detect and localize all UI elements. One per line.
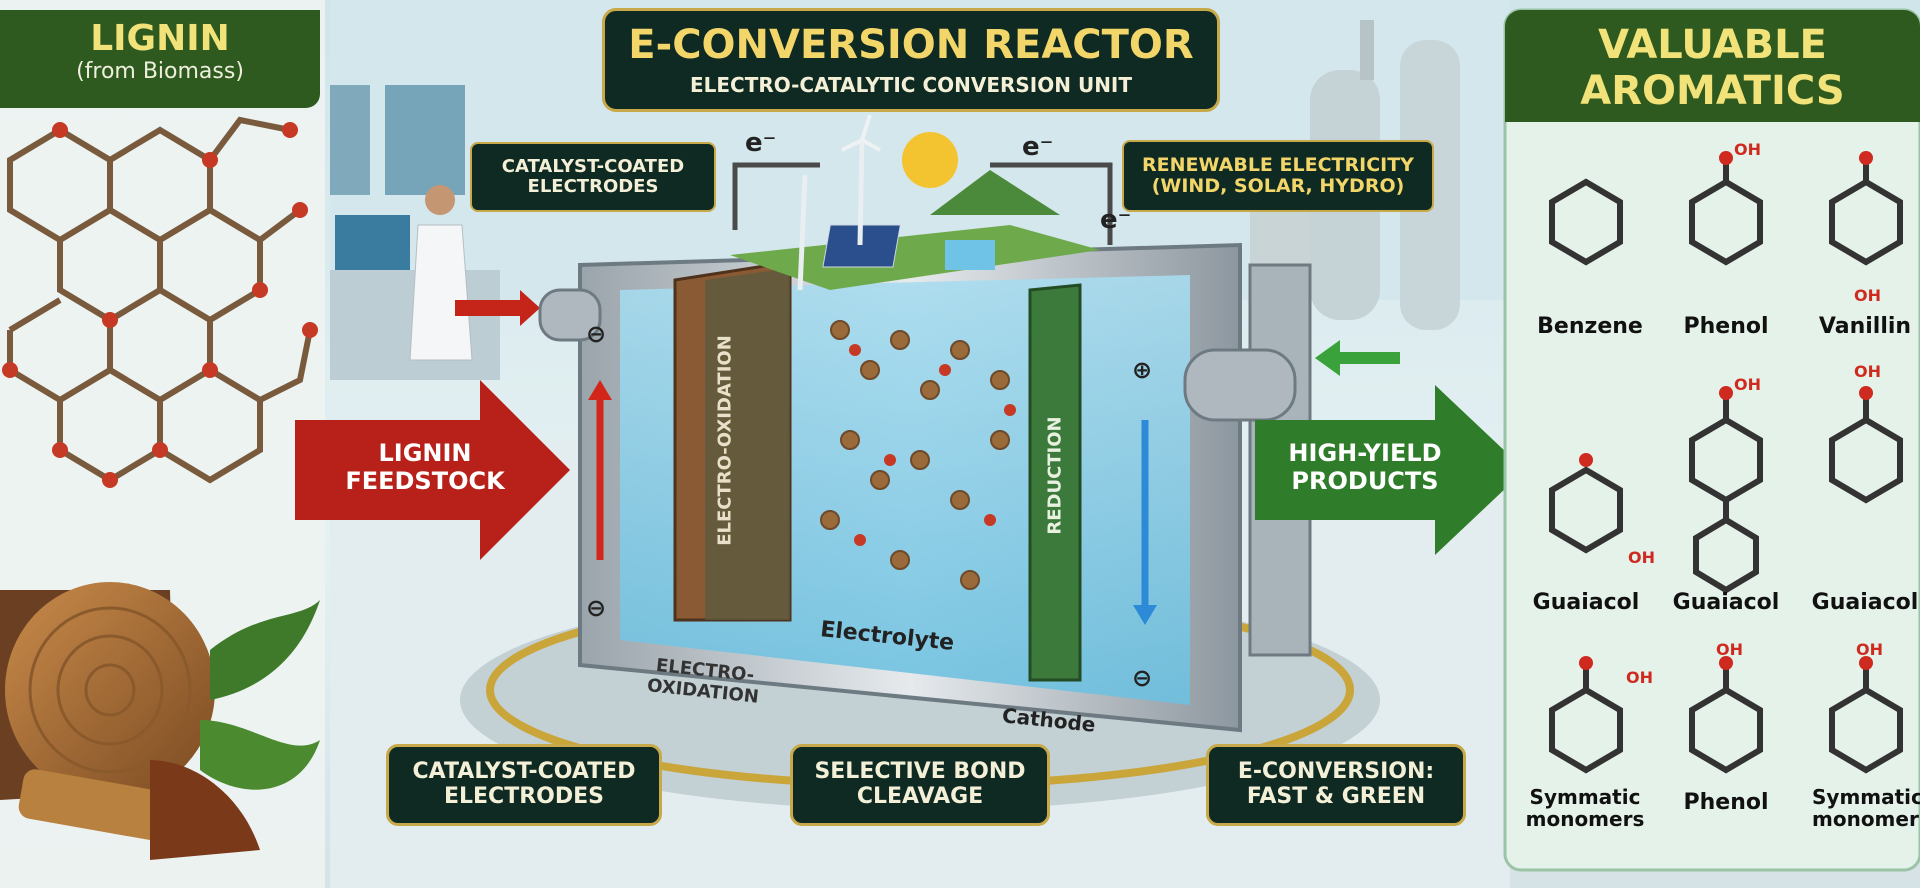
reactor-title: E-CONVERSION REACTOR bbox=[628, 22, 1194, 69]
cathode-plus: ⊕ bbox=[1132, 356, 1153, 384]
feed-arrow-line1: LIGNIN bbox=[378, 439, 472, 467]
symmatic-2-line2: monomers bbox=[1812, 807, 1920, 830]
symmatic-1-line2: monomers bbox=[1525, 807, 1645, 831]
molecule-name-phenol-2: Phenol bbox=[1683, 790, 1769, 815]
oh-label: OH bbox=[1856, 640, 1883, 659]
oh-label: OH bbox=[1734, 375, 1761, 394]
feed-arrow-label: LIGNIN FEEDSTOCK bbox=[335, 439, 515, 495]
lignin-subtitle: (from Biomass) bbox=[76, 59, 244, 84]
lab-monitor bbox=[385, 85, 465, 195]
catalyst-bottom-line2: ELECTRODES bbox=[443, 784, 604, 809]
pipe bbox=[1360, 20, 1374, 80]
cathode-minus: ⊖ bbox=[1132, 664, 1153, 692]
catalyst-bottom-line1: CATALYST-COATED bbox=[412, 759, 636, 785]
oh-label: OH bbox=[1628, 548, 1655, 567]
lab-monitor bbox=[330, 85, 370, 195]
product-arrow-line2: PRODUCTS bbox=[1291, 466, 1439, 495]
catalyst-electrodes-callout-top: CATALYST-COATED ELECTRODES bbox=[470, 142, 716, 212]
reduction-vertical-label: REDUCTION bbox=[1044, 416, 1066, 535]
feed-arrow-line2: FEEDSTOCK bbox=[345, 466, 505, 495]
econv-line1: E-CONVERSION: bbox=[1237, 759, 1435, 785]
worker-head bbox=[425, 185, 455, 215]
renewable-line1: RENEWABLE ELECTRICITY bbox=[1142, 153, 1414, 176]
oh-label: OH bbox=[1716, 640, 1743, 659]
product-arrow-line1: HIGH-YIELD bbox=[1288, 439, 1442, 467]
molecule-name-guaiacol-1: Guaiacol bbox=[1532, 590, 1640, 615]
aromatics-title-line1: VALUABLE bbox=[1598, 22, 1827, 68]
reactor-subtitle: ELECTRO-CATALYTIC CONVERSION UNIT bbox=[689, 73, 1133, 98]
anode-minus-bottom: ⊖ bbox=[586, 594, 607, 622]
worker-coat bbox=[409, 224, 473, 361]
molecule-name-guaiacol-3: Guaiacol bbox=[1811, 590, 1919, 615]
oxygen-atoms bbox=[1579, 151, 1873, 670]
oh-label: OH bbox=[1854, 362, 1881, 381]
aromatics-title-line2: AROMATICS bbox=[1580, 68, 1845, 114]
right-panel-bg bbox=[1503, 8, 1920, 872]
anode-minus-top: ⊖ bbox=[586, 320, 607, 348]
catalyst-top-line2: ELECTRODES bbox=[527, 176, 659, 197]
biomass-log bbox=[0, 582, 320, 860]
product-arrow bbox=[1255, 385, 1525, 555]
product-arrow-label: HIGH-YIELD PRODUCTS bbox=[1275, 439, 1455, 495]
oh-label: OH bbox=[1854, 286, 1881, 305]
molecule-name-guaiacol-2: Guaiacol bbox=[1672, 590, 1780, 615]
bond-line1: SELECTIVE BOND bbox=[814, 759, 1026, 785]
catalyst-electrodes-callout-bottom: CATALYST-COATED ELECTRODES bbox=[386, 744, 662, 826]
outlet-arrow bbox=[1315, 340, 1400, 376]
electron-right-label: e⁻ bbox=[1100, 205, 1132, 235]
molecule-name-vanillin: Vanillin bbox=[1818, 314, 1912, 339]
molecule-name-symmatic-1: Symmatic monomers bbox=[1520, 786, 1650, 830]
feed-arrow bbox=[295, 380, 570, 560]
renewable-electricity-callout: RENEWABLE ELECTRICITY (WIND, SOLAR, HYDR… bbox=[1122, 140, 1434, 212]
oh-label: OH bbox=[1734, 140, 1761, 159]
electrolyte-molecules bbox=[820, 320, 1010, 590]
left-panel-title: LIGNIN (from Biomass) bbox=[0, 10, 320, 108]
renewable-line2: (WIND, SOLAR, HYDRO) bbox=[1151, 175, 1405, 197]
electron-left-label: e⁻ bbox=[745, 128, 777, 158]
aromatic-rings bbox=[1549, 160, 1903, 774]
molecule-name-symmatic-2: Symmatic monomers bbox=[1812, 786, 1920, 830]
reactor-header: E-CONVERSION REACTOR ELECTRO-CATALYTIC C… bbox=[602, 8, 1220, 112]
lab-computer bbox=[335, 215, 410, 270]
inlet-arrow bbox=[455, 290, 540, 326]
lignin-title: LIGNIN bbox=[90, 18, 230, 59]
molecule-name-phenol: Phenol bbox=[1683, 314, 1769, 339]
electron-mid-label: e⁻ bbox=[1022, 132, 1054, 162]
catalyst-top-line1: CATALYST-COATED bbox=[501, 155, 685, 177]
electrolyte-oxygen bbox=[849, 344, 1016, 546]
symmatic-1-line1: Symmatic bbox=[1529, 785, 1641, 809]
sun bbox=[902, 132, 958, 188]
right-panel-title: VALUABLE AROMATICS bbox=[1505, 10, 1920, 122]
oh-label: OH bbox=[1626, 668, 1653, 687]
electro-oxidation-vertical-label: ELECTRO-OXIDATION bbox=[714, 335, 736, 546]
e-conversion-callout: E-CONVERSION: FAST & GREEN bbox=[1206, 744, 1466, 826]
selective-bond-cleavage-callout: SELECTIVE BOND CLEAVAGE bbox=[790, 744, 1050, 826]
molecule-name-benzene: Benzene bbox=[1537, 314, 1643, 339]
bond-line2: CLEAVAGE bbox=[856, 784, 984, 809]
econv-line2: FAST & GREEN bbox=[1246, 784, 1426, 809]
symmatic-2-line1: Symmatic bbox=[1812, 786, 1920, 809]
